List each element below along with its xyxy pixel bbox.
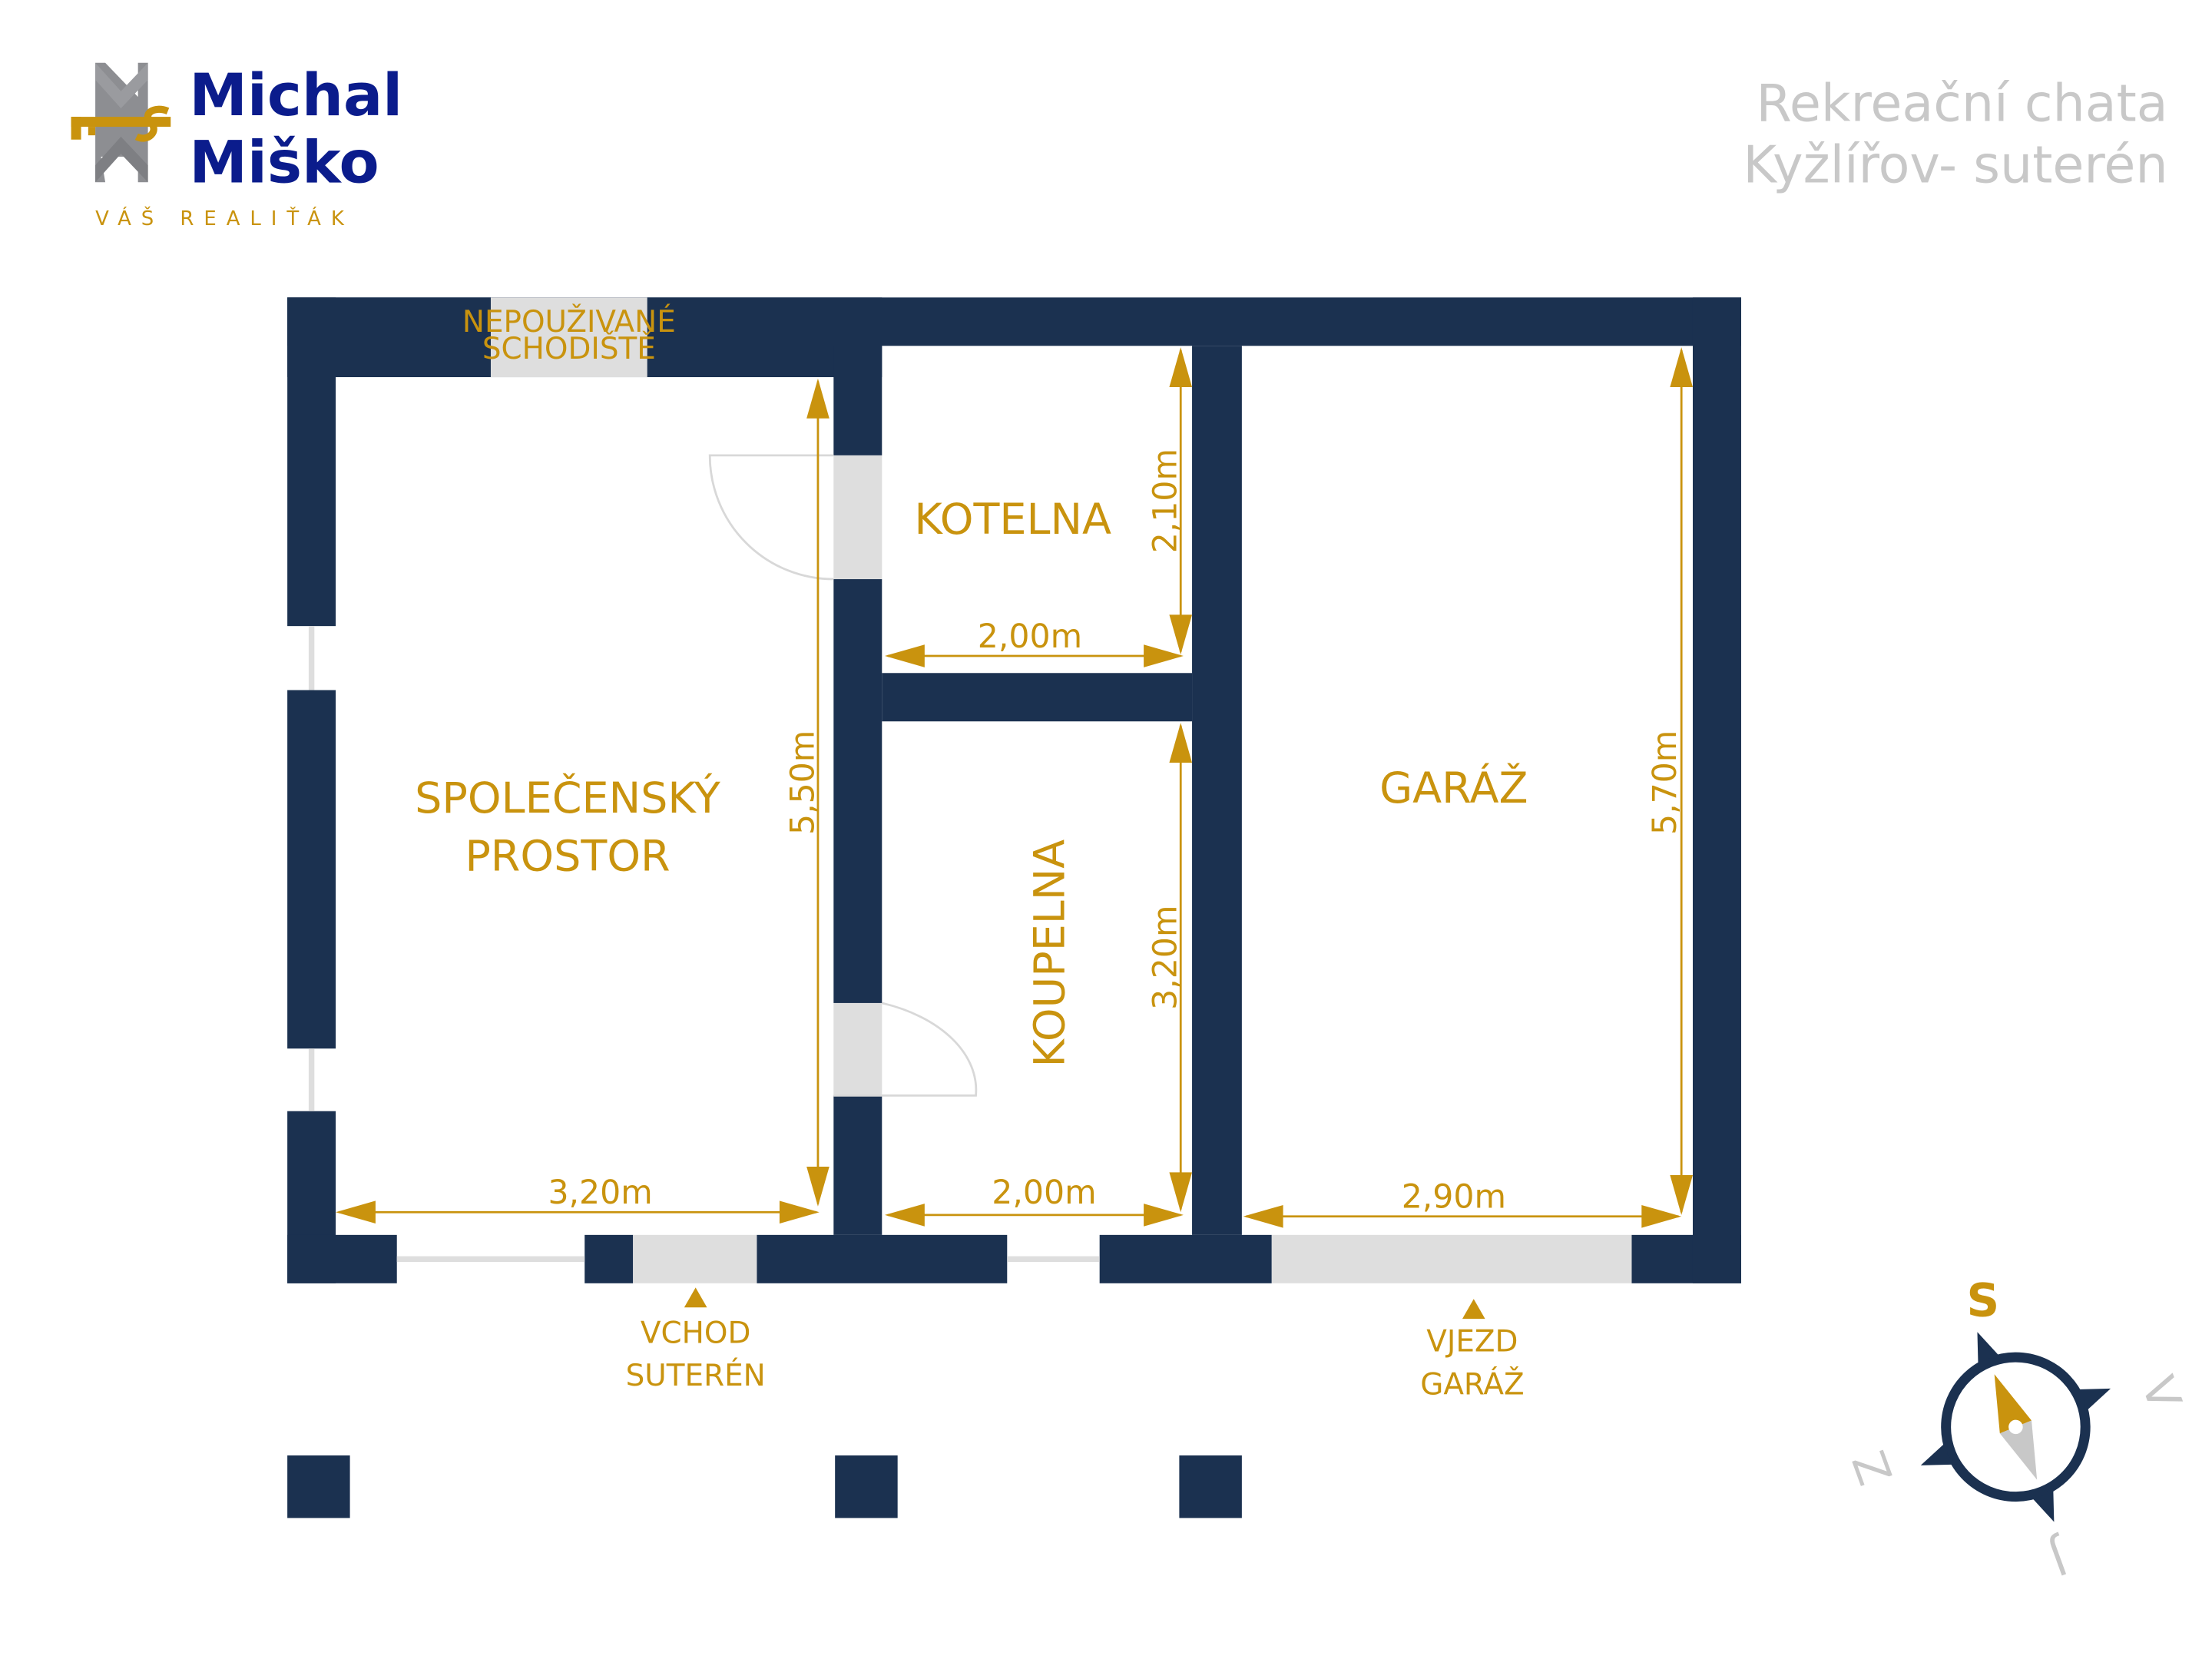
compass-tick-icon (2074, 1388, 2111, 1414)
garage-entry-arrow-icon (1462, 1299, 1485, 1320)
pillar (1179, 1455, 1242, 1518)
compass-west-label: Z (1843, 1444, 1903, 1492)
room-social-label-2: PROSTOR (465, 832, 670, 882)
room-bathroom-label: KOUPELNA (1025, 839, 1075, 1068)
entrance-opening (633, 1234, 757, 1283)
boiler-width-label: 2,00m (978, 618, 1082, 656)
door-opening (833, 455, 882, 580)
compass-tick-icon (1977, 1332, 2002, 1369)
stairs-label-1: NEPOUŽIVANÉ (462, 303, 676, 339)
window (1007, 1256, 1100, 1263)
openings (308, 297, 1632, 1283)
social-width-label: 3,20m (548, 1174, 652, 1212)
compass-east-label: V (2131, 1369, 2192, 1417)
entrance-basement-label-2: SUTERÉN (626, 1357, 766, 1393)
garage-door-opening (1271, 1234, 1632, 1283)
compass-tick-icon (2029, 1485, 2055, 1522)
logo-tagline: VÁŠ REALIŤÁK (95, 206, 354, 230)
garage-width-label: 2,90m (1402, 1178, 1506, 1217)
logo-name-first: Michal (189, 61, 402, 129)
door-swing (708, 454, 834, 581)
social-height-label: 5,50m (783, 730, 822, 835)
room-boiler-label: KOTELNA (914, 495, 1111, 545)
window (396, 1256, 585, 1263)
compass-north-label: S (1966, 1273, 1999, 1326)
door-swing (833, 1002, 978, 1097)
bath-height-label: 3,20m (1147, 906, 1185, 1010)
boiler-height-label: 2,10m (1147, 449, 1185, 553)
logo-key-icon (71, 105, 171, 142)
compass-tick-icon (1920, 1440, 1958, 1465)
logo: Michal Miško VÁŠ REALIŤÁK (71, 61, 402, 230)
door-opening (833, 1002, 882, 1096)
entrance-garage-label-1: VJEZD (1426, 1325, 1518, 1359)
entrance-arrow-icon (684, 1287, 707, 1308)
title-line-1: Rekreační chata (1757, 74, 2168, 134)
pillar (287, 1455, 350, 1518)
compass: S V J Z (1843, 1273, 2191, 1585)
garage-height-label: 5,70m (1646, 730, 1684, 835)
bath-width-label: 2,00m (992, 1174, 1096, 1212)
compass-needle-north-icon (1994, 1374, 2032, 1434)
stairs-area (490, 297, 647, 378)
entrance-basement-label-1: VCHOD (641, 1316, 751, 1351)
pillar (835, 1455, 898, 1518)
window (308, 626, 315, 690)
title-line-2: Kyžlířov- suterén (1743, 134, 2167, 194)
window (308, 1048, 315, 1111)
logo-name-last: Miško (189, 128, 379, 196)
compass-needle-south-icon (1999, 1420, 2038, 1480)
pillars (287, 1455, 1242, 1518)
room-garage-label: GARÁŽ (1379, 763, 1528, 813)
compass-south-label: J (2043, 1530, 2077, 1585)
entrance-garage-label-2: GARÁŽ (1420, 1366, 1524, 1402)
dimension-lines (336, 347, 1693, 1228)
room-social-label-1: SPOLEČENSKÝ (415, 773, 721, 823)
stairs-label-2: SCHODIŠTĚ (482, 330, 656, 366)
